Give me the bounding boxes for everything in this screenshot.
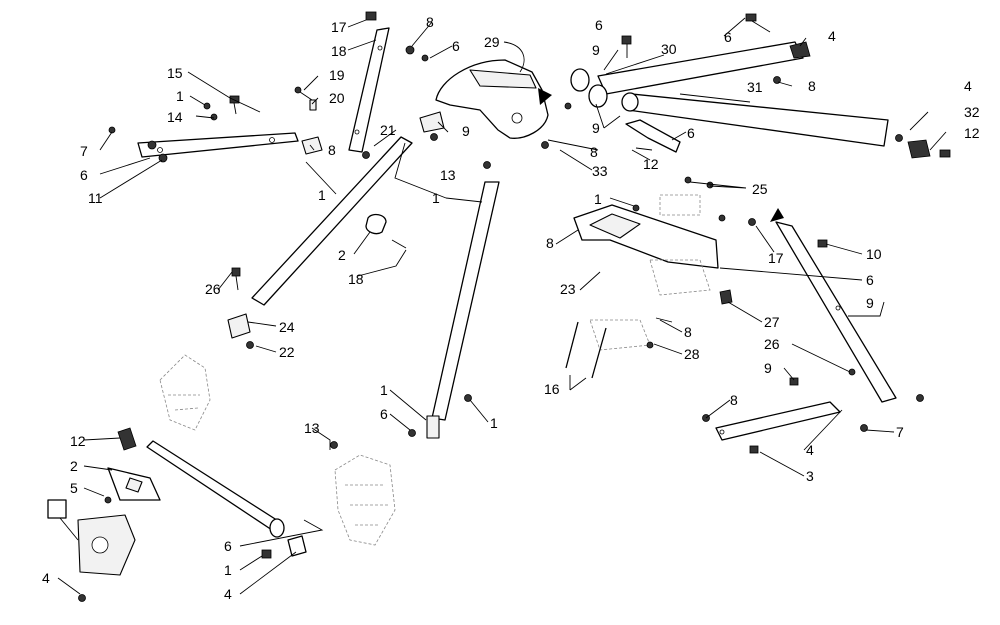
callout-8: 8 [426, 14, 434, 30]
callout-21: 21 [380, 122, 396, 138]
callout-6: 6 [452, 38, 460, 54]
callout-1: 11 [88, 190, 103, 206]
clip-7 [301, 136, 323, 155]
callout-6: 33 [592, 163, 608, 179]
callout-10: 2 [338, 247, 346, 263]
callout-30: 30 [661, 41, 677, 57]
callout-14: 14 [167, 109, 183, 125]
bolt-19 [294, 86, 317, 111]
callout-31: 31 [747, 79, 763, 95]
callout-7: 13 [304, 420, 320, 436]
callout-4: 4 [828, 28, 836, 44]
callout-18: 18 [331, 43, 347, 59]
callout-7: 8 [328, 142, 336, 158]
callout-8: 4 [964, 78, 972, 94]
callout-9: 1 [380, 382, 388, 398]
tube-30 [564, 41, 804, 110]
callout-1: 25 [752, 181, 768, 197]
tube-5 [146, 440, 285, 538]
callout-8: 8 [808, 78, 816, 94]
callout-1: 8 [730, 392, 738, 408]
callout-5: 6 [224, 538, 232, 554]
lower-bracket-bar-13 [702, 377, 868, 454]
cap-4-bottom [261, 535, 307, 559]
callout-8: 6 [380, 406, 388, 422]
callout-16: 9 [764, 360, 772, 376]
callout-13: 6 [80, 167, 88, 183]
callout-20: 20 [329, 90, 345, 106]
callout-24: 27 [764, 314, 780, 330]
callout-labels: 17 8 18 6 29 6 9 30 6 4 15 19 1 20 8 31 … [42, 14, 980, 602]
callout-33: 12 [643, 156, 659, 172]
callout-32: 6 [687, 125, 695, 141]
callout-6: 26 [205, 281, 221, 297]
bracket-3 [107, 467, 161, 501]
callout-3: 2 [70, 458, 78, 474]
callout-6: 1 [224, 562, 232, 578]
callout-25: 8 [546, 235, 554, 251]
callout-12: 1 [318, 187, 326, 203]
callout-23: 9 [866, 295, 874, 311]
tube-31 [621, 92, 951, 159]
callout-12: 3 [806, 468, 814, 484]
callout-1: 4 [42, 570, 50, 586]
callout-4: 32 [964, 104, 980, 120]
callout-28: 16 [544, 381, 560, 397]
steering-box-center [330, 441, 396, 546]
callout-26: 23 [560, 281, 576, 297]
collar-9-left [227, 267, 254, 349]
callout-15: 15 [167, 65, 183, 81]
callout-8: 22 [279, 344, 295, 360]
vertical-brace-18-right [748, 208, 924, 403]
callout-1: 1 [176, 88, 184, 104]
callout-8: 13 [440, 167, 456, 183]
callout-29: 29 [484, 34, 500, 50]
callout-4: 4 [224, 586, 232, 602]
left-upper-bracket-bar [108, 126, 299, 163]
callout-9: 9 [592, 120, 600, 136]
callout-6: 12 [964, 125, 980, 141]
bolt-6-top [621, 35, 632, 58]
callout-1: 7 [896, 424, 904, 440]
leader-lines [57, 17, 947, 595]
callout-9: 9 [592, 42, 600, 58]
callout-9: 9 [462, 123, 470, 139]
cap-4-left [117, 427, 137, 451]
vertical-tube-right [408, 181, 500, 439]
callout-17: 17 [331, 19, 347, 35]
callout-19: 19 [329, 67, 345, 83]
steering-pivot-housing-29 [435, 59, 552, 149]
bracket-32 [625, 119, 681, 153]
callout-8: 17 [768, 250, 784, 266]
long-tube-11 [251, 136, 413, 306]
callout-6: 6 [595, 17, 603, 33]
clamp-10 [365, 213, 407, 249]
steering-gear-left [159, 354, 211, 431]
callout-13: 4 [806, 442, 814, 458]
upper-vertical-brace-18 [348, 11, 429, 159]
callout-9: 24 [279, 319, 295, 335]
callout-22: 26 [764, 336, 780, 352]
callout-6: 6 [724, 29, 732, 45]
callout-26: 28 [684, 346, 700, 362]
callout-11: 1 [432, 190, 440, 206]
callout-12: 7 [80, 143, 88, 159]
bolts-28 [565, 289, 733, 379]
cap-4-top [745, 13, 811, 84]
callout-8: 8 [590, 144, 598, 160]
power-steering-unit [47, 496, 136, 602]
callout-2: 18 [348, 271, 364, 287]
bolt-15 [203, 95, 240, 121]
callout-18: 6 [866, 272, 874, 288]
callout-2: 5 [70, 480, 78, 496]
callout-17: 10 [866, 246, 882, 262]
callout-6: 1 [490, 415, 498, 431]
collar-9-mid [419, 111, 491, 169]
callout-4: 12 [70, 433, 86, 449]
callout-27: 8 [684, 324, 692, 340]
callout-1: 1 [594, 191, 602, 207]
